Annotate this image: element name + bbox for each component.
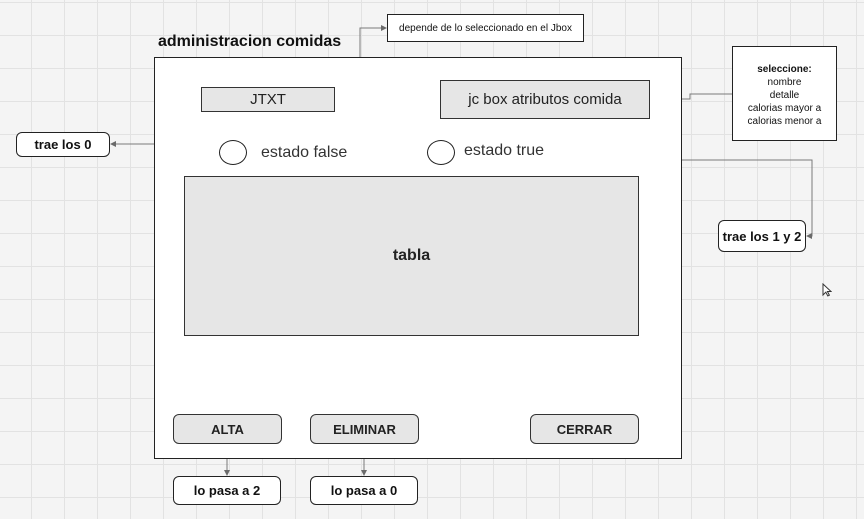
diagram-title: administracion comidas xyxy=(158,33,342,50)
select-options-note: seleccione: nombre detalle calorias mayo… xyxy=(732,46,837,141)
radio-label-true: estado true xyxy=(464,142,545,159)
note-lo-pasa-a-2: lo pasa a 2 xyxy=(173,476,281,505)
text-field-jtxt[interactable]: JTXT xyxy=(201,87,335,112)
note-trae-los-0: trae los 0 xyxy=(16,132,110,157)
radio-label-false: estado false xyxy=(261,144,348,161)
data-table[interactable]: tabla xyxy=(184,176,639,336)
alta-button[interactable]: ALTA xyxy=(173,414,282,444)
mouse-pointer-icon xyxy=(822,283,832,297)
note-trae-los-1-2: trae los 1 y 2 xyxy=(718,220,806,252)
table-label: tabla xyxy=(392,247,431,264)
radio-estado-false[interactable] xyxy=(219,140,247,165)
select-option: calorias menor a xyxy=(747,116,822,127)
select-option: detalle xyxy=(769,90,800,101)
cerrar-button[interactable]: CERRAR xyxy=(530,414,639,444)
radio-estado-true[interactable] xyxy=(427,140,455,165)
select-heading: seleccione: xyxy=(757,64,812,75)
eliminar-button[interactable]: ELIMINAR xyxy=(310,414,419,444)
note-lo-pasa-a-0: lo pasa a 0 xyxy=(310,476,418,505)
select-option: nombre xyxy=(767,77,802,88)
combo-box-atributos[interactable]: jc box atributos comida xyxy=(440,80,650,119)
select-option: calorias mayor a xyxy=(747,103,822,114)
note-depends-jbox: depende de lo seleccionado en el Jbox xyxy=(387,14,584,42)
